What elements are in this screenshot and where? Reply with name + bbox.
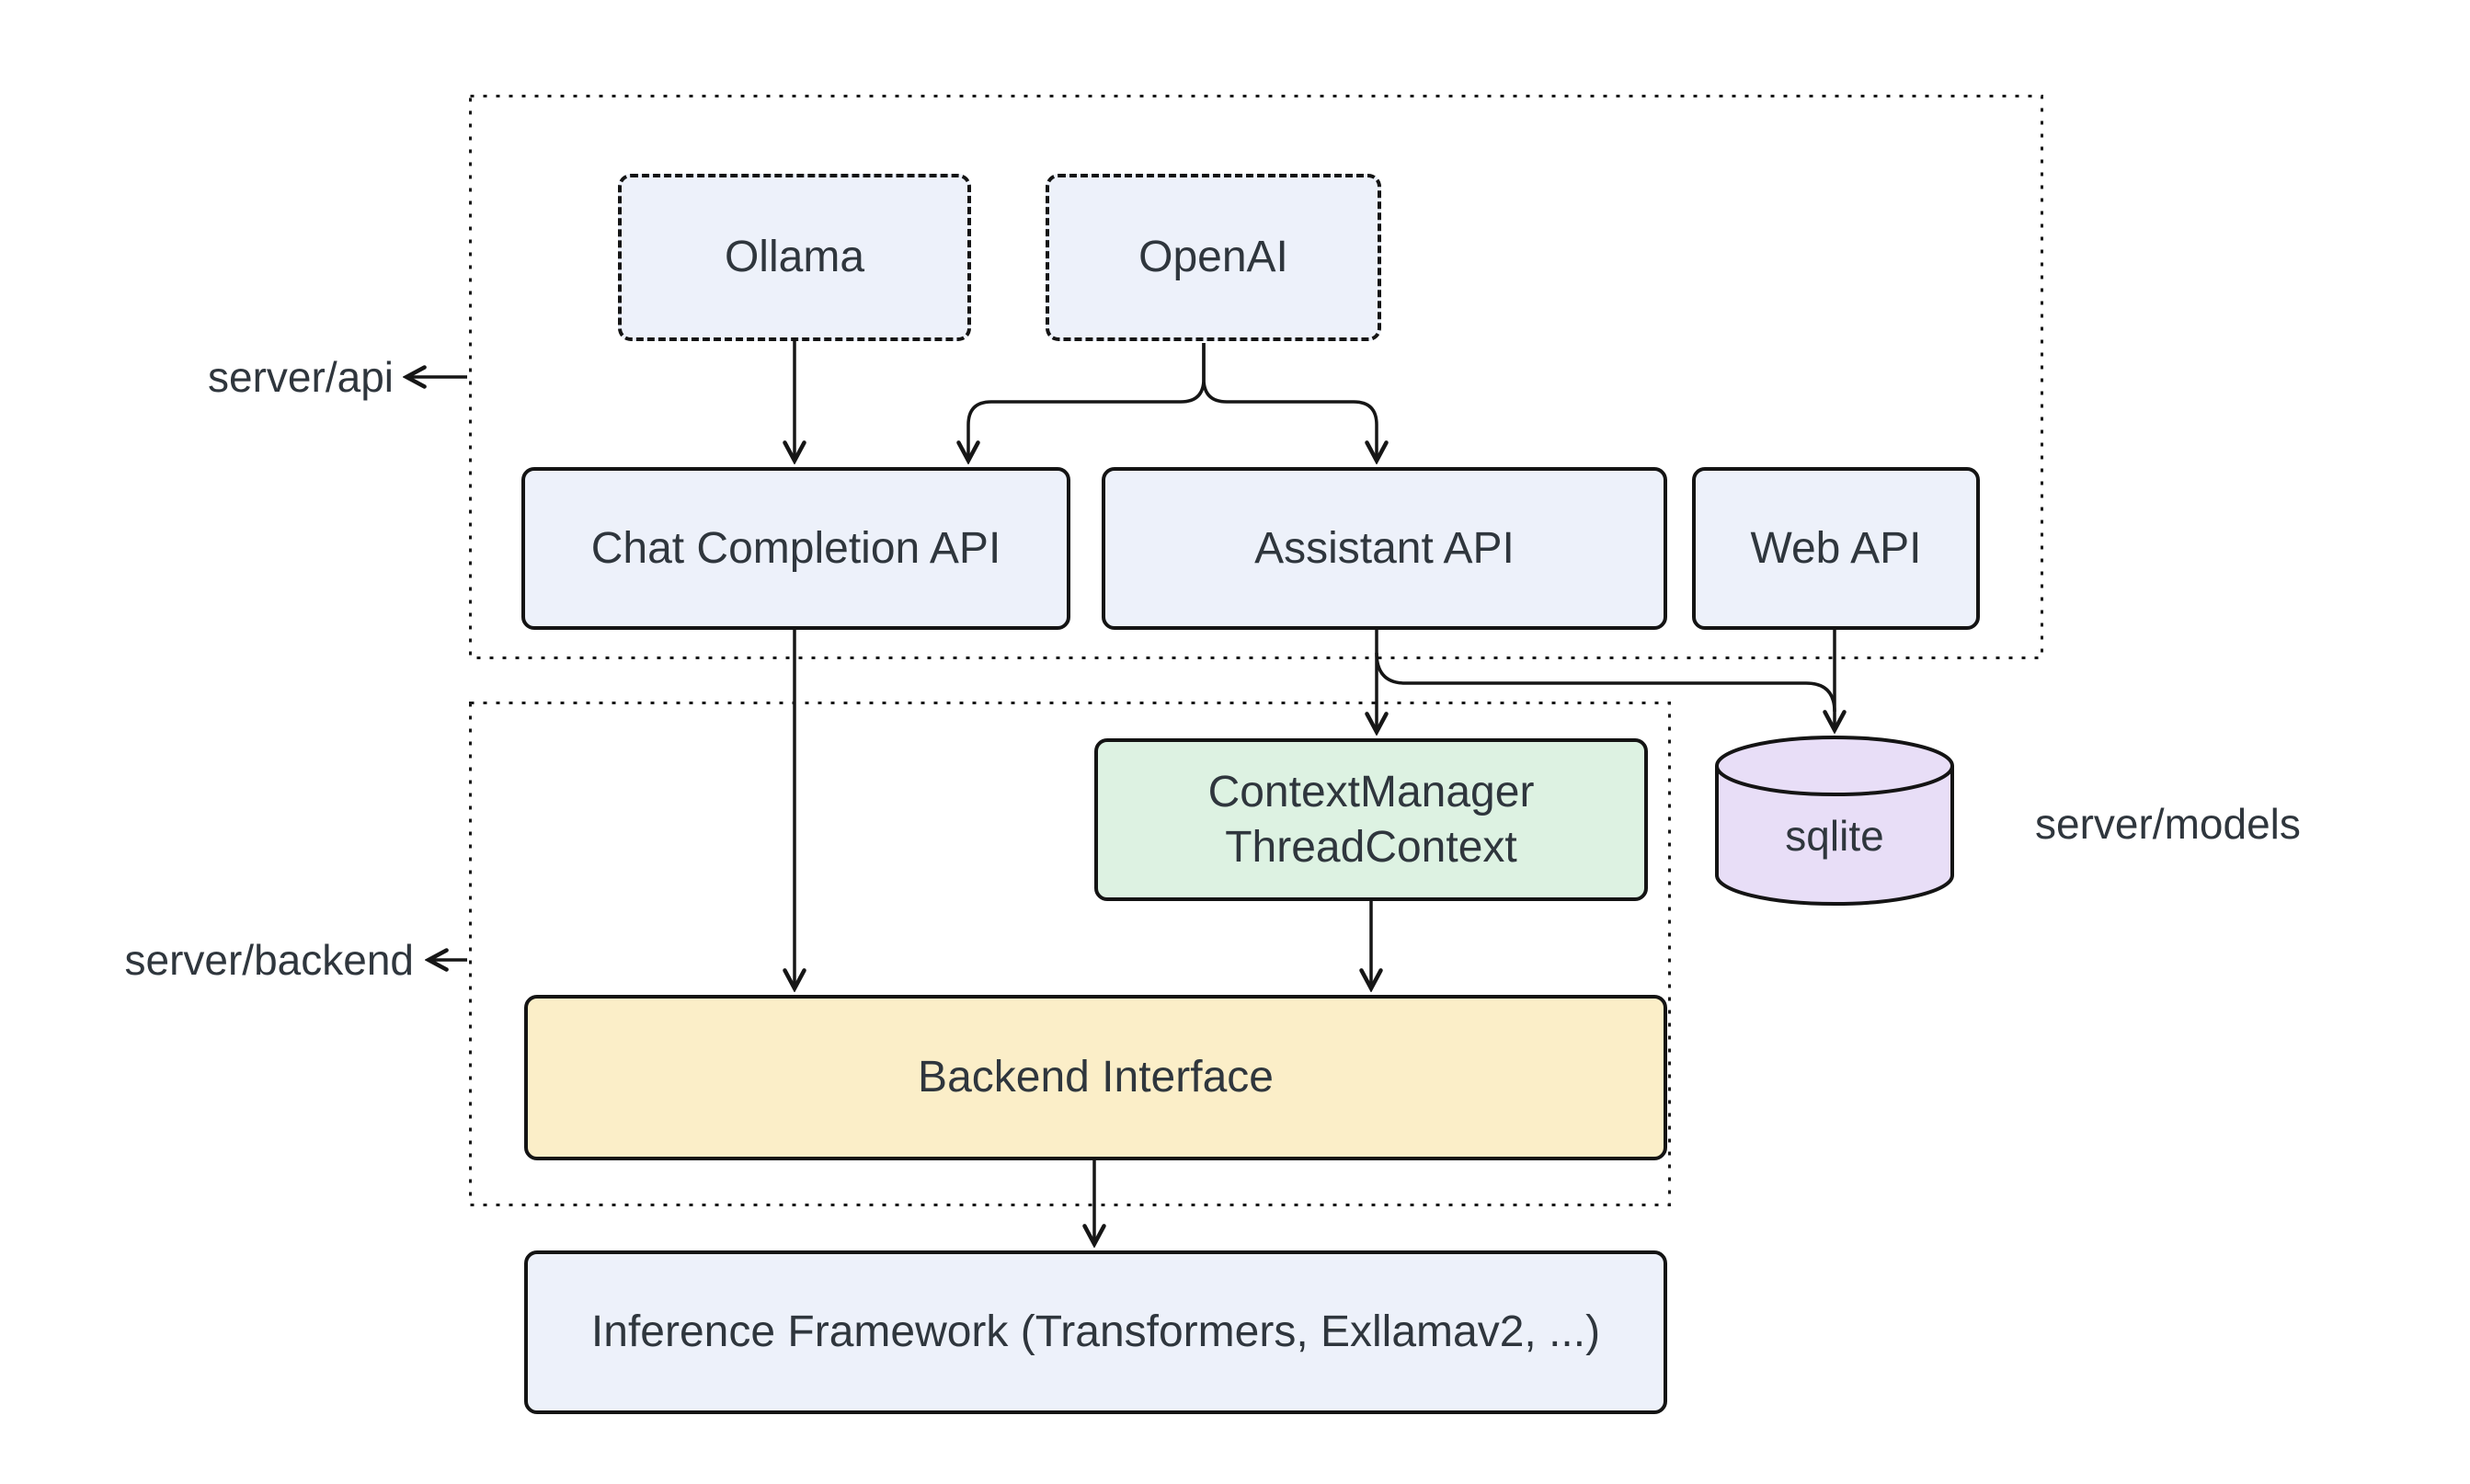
node-ollama-label: Ollama [724, 233, 865, 281]
node-assistant-api: Assistant API [1102, 467, 1667, 630]
node-inference-framework: Inference Framework (Transformers, Exlla… [524, 1250, 1667, 1414]
node-context-manager-line1: ContextManager [1207, 767, 1535, 816]
node-openai-label: OpenAI [1138, 233, 1288, 281]
node-inference-framework-label: Inference Framework (Transformers, Exlla… [590, 1307, 1601, 1356]
label-server-models: server/models [2035, 800, 2301, 848]
sqlite-cylinder [1715, 736, 1954, 906]
node-backend-interface-label: Backend Interface [918, 1053, 1274, 1102]
node-backend-interface: Backend Interface [524, 995, 1667, 1160]
node-context-manager: ContextManager ThreadContext [1094, 738, 1648, 901]
node-chat-completion-api: Chat Completion API [521, 467, 1070, 630]
node-chat-completion-api-label: Chat Completion API [590, 523, 1001, 573]
node-web-api-label: Web API [1750, 523, 1922, 573]
label-server-backend: server/backend [124, 936, 415, 984]
node-ollama: Ollama [618, 174, 971, 341]
edge-openai-to-chat [968, 343, 1206, 461]
edge-openai-to-assistant [1202, 343, 1377, 461]
node-context-manager-line2: ThreadContext [1225, 822, 1517, 872]
label-server-api: server/api [208, 353, 394, 401]
edge-assistant-to-sqlite [1375, 652, 1836, 713]
container-server-api [469, 95, 2043, 659]
node-openai: OpenAI [1046, 174, 1381, 341]
node-assistant-api-label: Assistant API [1254, 523, 1515, 573]
node-web-api: Web API [1692, 467, 1980, 630]
